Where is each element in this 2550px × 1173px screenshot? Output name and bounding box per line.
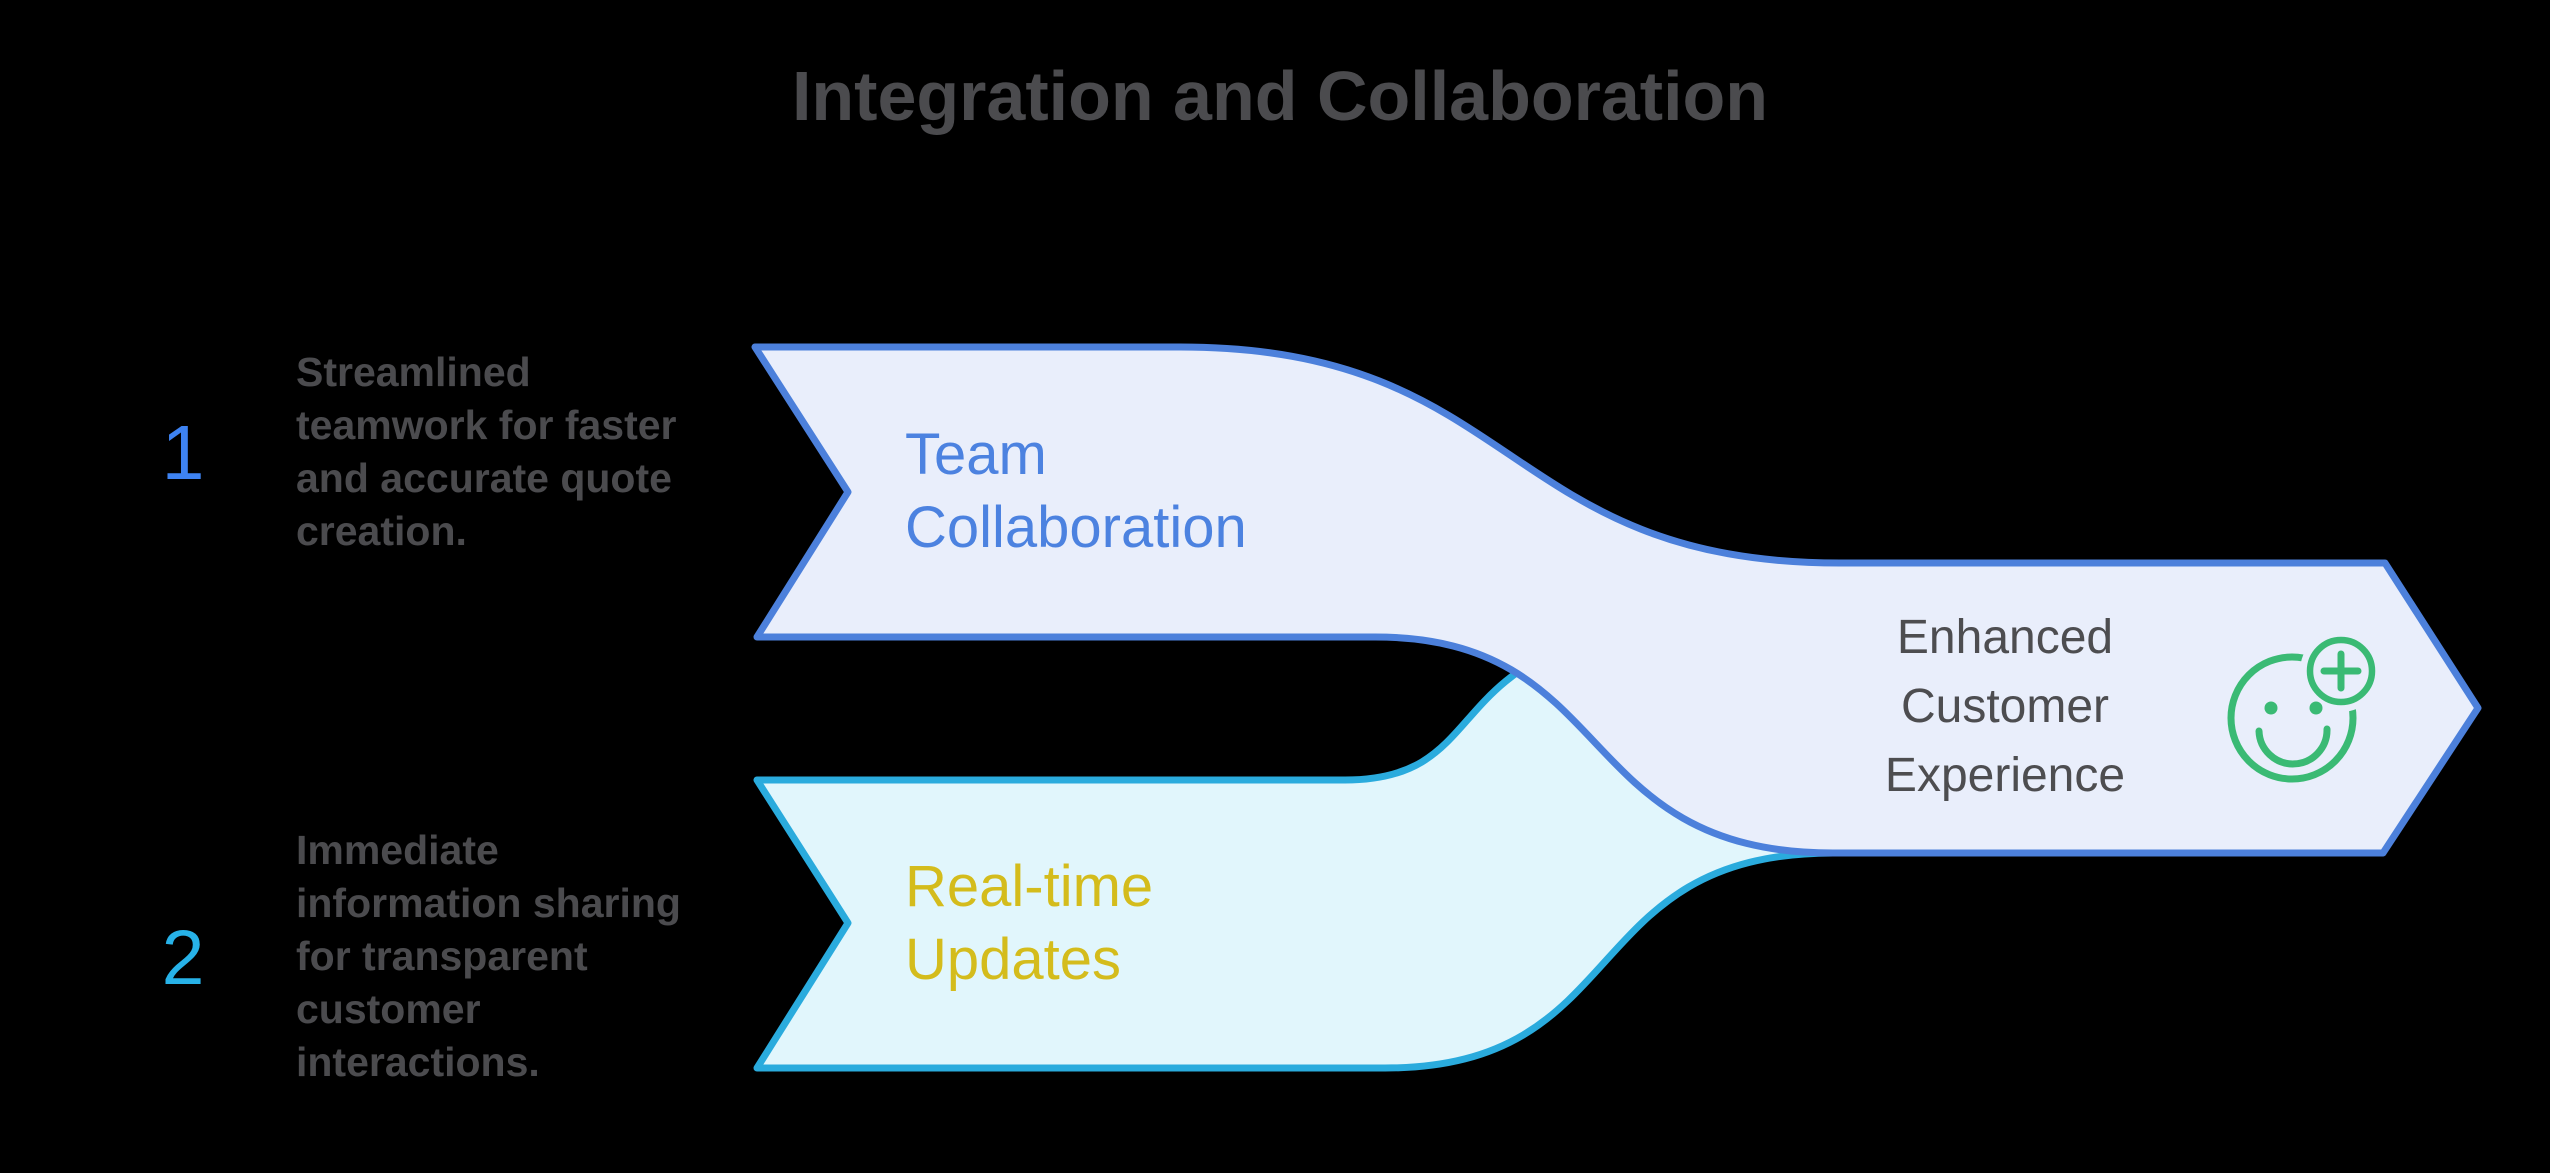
smiley-right-eye bbox=[2309, 701, 2323, 715]
smiley-left-eye bbox=[2264, 701, 2278, 715]
team-collaboration-merged-arrow bbox=[751, 343, 2482, 857]
plus-sign bbox=[2320, 650, 2362, 692]
smiley-face-outline bbox=[2227, 653, 2357, 783]
step-1-ribbon-label: Team Collaboration bbox=[905, 422, 1247, 560]
step-1-number: 1 bbox=[161, 410, 205, 496]
result-arrow-label: Enhanced Customer Experience bbox=[1884, 611, 2126, 802]
step-2-description: Immediate information sharing for transp… bbox=[296, 827, 681, 1085]
step-2-number: 2 bbox=[161, 915, 205, 1001]
diagram-title: Integration and Collaboration bbox=[791, 57, 1769, 135]
step-1-description: Streamlined teamwork for faster and accu… bbox=[296, 349, 677, 554]
smiley-mouth bbox=[2255, 725, 2331, 768]
step-2-ribbon-label: Real-time Updates bbox=[905, 854, 1154, 992]
smiley-face-plus-icon bbox=[2227, 630, 2382, 783]
